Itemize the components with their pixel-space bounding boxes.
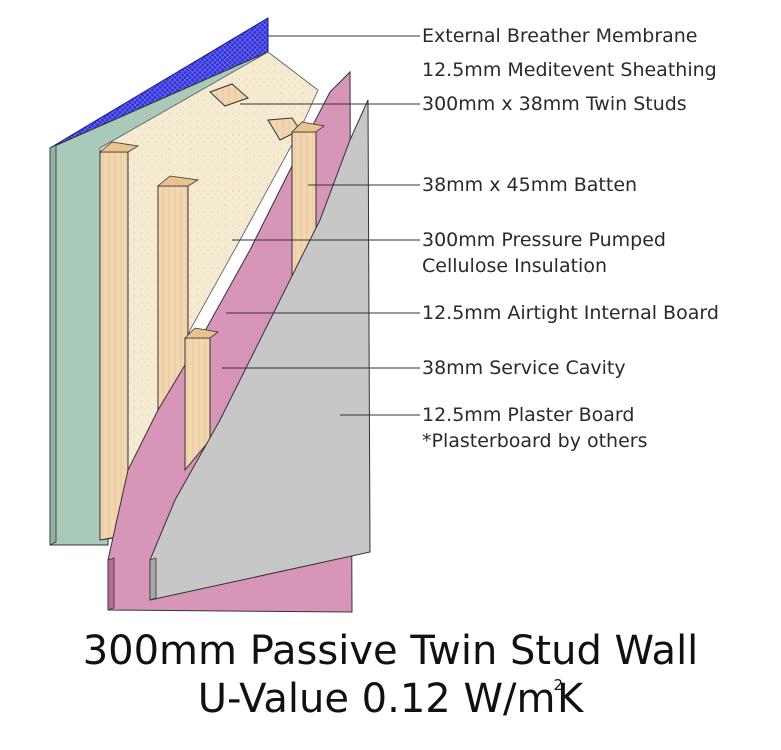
outer-stud-left-top xyxy=(98,141,140,153)
label-service-cavity: 38mm Service Cavity xyxy=(422,357,626,379)
outer-stud-top xyxy=(209,83,249,107)
batten-lower-top xyxy=(184,327,219,339)
u-value-unit-suffix: K xyxy=(557,676,584,722)
inner-stud-top xyxy=(156,175,200,187)
leader-lines xyxy=(222,35,420,416)
diagram-title: 300mm Passive Twin Stud Wall xyxy=(82,628,699,674)
label-plaster-line2: *Plasterboard by others xyxy=(422,430,648,452)
plaster-board-edge xyxy=(149,557,157,601)
label-insulation: 300mm Pressure Pumped Cellulose Insulati… xyxy=(422,227,666,279)
label-insulation-line2: Cellulose Insulation xyxy=(422,255,607,277)
label-breather-membrane: External Breather Membrane xyxy=(422,25,698,47)
airtight-board-edge xyxy=(107,557,115,611)
u-value-text: U-Value 0.12 W/m xyxy=(197,676,556,722)
label-plaster-board: 12.5mm Plaster Board *Plasterboard by ot… xyxy=(422,402,648,454)
u-value-title: U-Value 0.12 W/m2K xyxy=(0,676,781,722)
sheathing-edge xyxy=(49,144,57,546)
u-value-superscript: 2 xyxy=(553,676,563,694)
label-sheathing: 12.5mm Meditevent Sheathing xyxy=(422,59,717,81)
plaster-board xyxy=(149,99,371,601)
label-insulation-line1: 300mm Pressure Pumped xyxy=(422,229,666,251)
label-airtight-board: 12.5mm Airtight Internal Board xyxy=(422,302,719,324)
batten-upper-top xyxy=(291,121,325,133)
outer-stud-left xyxy=(99,151,129,541)
label-plaster-line1: 12.5mm Plaster Board xyxy=(422,404,635,426)
label-batten: 38mm x 45mm Batten xyxy=(422,174,638,196)
label-twin-studs: 300mm x 38mm Twin Studs xyxy=(422,93,687,115)
